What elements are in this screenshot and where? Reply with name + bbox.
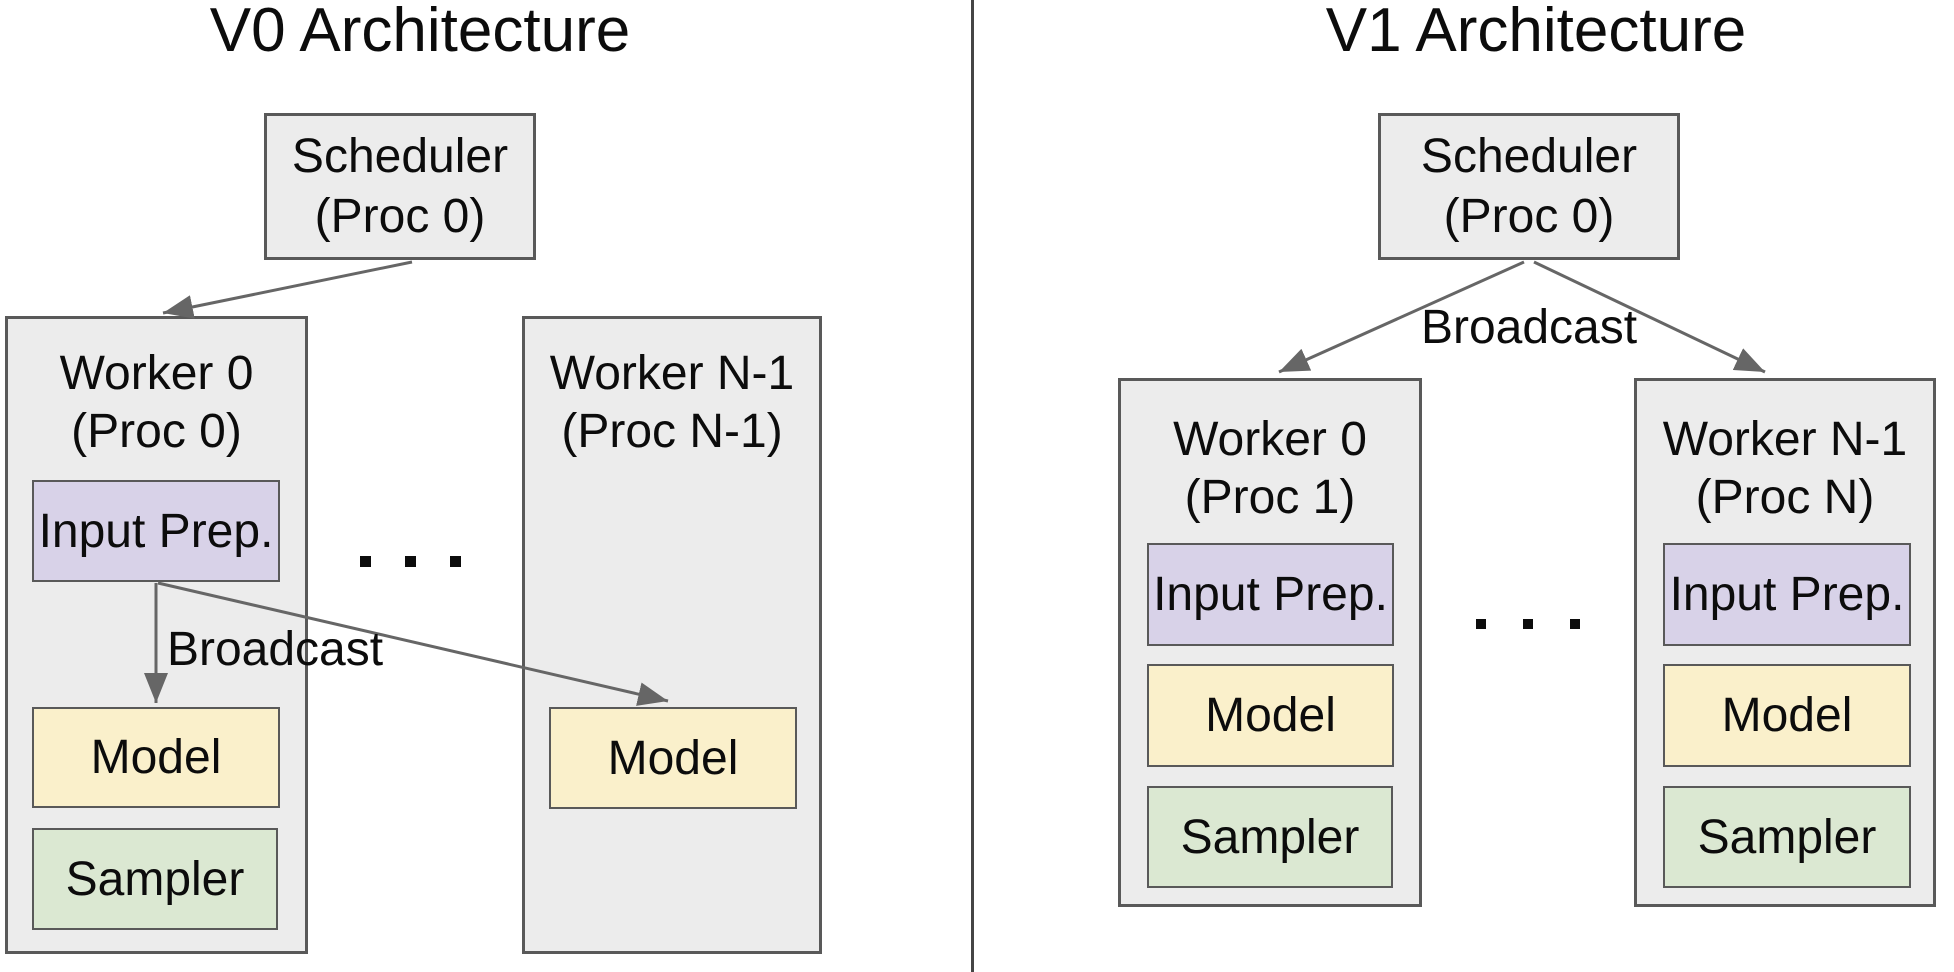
v0-workerN-title: Worker N-1 (Proc N-1) [525,345,819,461]
v0-workerN-model-box: Model [549,707,797,809]
v0-ellipsis-icon [360,556,461,567]
v0-workerN-box: Worker N-1 (Proc N-1) Model [522,316,822,954]
v1-workerN-title-line2: (Proc N) [1695,471,1875,524]
v0-worker0-title-line1: Worker 0 [59,347,254,400]
v1-workerN-input-prep-box: Input Prep. [1663,543,1911,646]
v1-scheduler-box: Scheduler (Proc 0) [1378,113,1680,260]
v1-worker0-title: Worker 0 (Proc 1) [1121,411,1419,527]
v1-workerN-title: Worker N-1 (Proc N) [1637,411,1933,527]
v1-worker0-box: Worker 0 (Proc 1) Input Prep. Model Samp… [1118,378,1422,907]
v1-workerN-model-label: Model [1721,689,1853,742]
v1-worker0-title-line2: (Proc 1) [1184,471,1356,524]
v0-scheduler-label-line1: Scheduler [291,129,509,183]
v0-workerN-title-line1: Worker N-1 [549,347,795,400]
dot-icon [360,556,371,567]
v0-worker0-model-box: Model [32,707,280,808]
v0-arrow-scheduler-to-worker0 [162,260,413,319]
v1-worker0-model-box: Model [1147,664,1394,767]
v0-scheduler-label-line2: (Proc 0) [314,189,486,243]
v1-scheduler-label-line1: Scheduler [1420,129,1638,183]
v1-worker0-input-prep-box: Input Prep. [1147,543,1394,646]
v1-broadcast-label: Broadcast [1420,301,1638,354]
v1-workerN-sampler-label: Sampler [1697,810,1877,864]
v0-worker0-title-line2: (Proc 0) [71,405,242,458]
v0-broadcast-label: Broadcast [166,623,384,676]
v0-worker0-model-label: Model [90,731,222,784]
dot-icon [1570,619,1580,629]
v0-worker0-input-prep-box: Input Prep. [32,480,280,582]
v0-worker0-title: Worker 0 (Proc 0) [8,345,305,461]
v0-panel-title: V0 Architecture [209,0,631,65]
v0-worker0-input-prep-label: Input Prep. [38,504,274,558]
v1-worker0-input-prep-label: Input Prep. [1153,568,1388,621]
v0-scheduler-box: Scheduler (Proc 0) [264,113,536,260]
panel-divider [971,0,974,972]
dot-icon [450,556,461,567]
v1-worker0-sampler-box: Sampler [1147,786,1393,888]
v1-workerN-model-box: Model [1663,664,1911,767]
v1-worker0-model-label: Model [1205,689,1336,742]
v0-worker0-sampler-box: Sampler [32,828,278,930]
dot-icon [1476,619,1486,629]
v0-worker0-sampler-label: Sampler [65,852,245,906]
v1-workerN-sampler-box: Sampler [1663,786,1911,888]
v1-workerN-title-line1: Worker N-1 [1662,413,1908,466]
v1-worker0-title-line1: Worker 0 [1173,413,1367,466]
v1-worker0-sampler-label: Sampler [1180,810,1360,864]
dot-icon [1523,619,1533,629]
v1-panel-title: V1 Architecture [1325,0,1747,65]
v1-scheduler-label-line2: (Proc 0) [1443,189,1615,243]
v1-workerN-input-prep-label: Input Prep. [1669,568,1905,621]
dot-icon [405,556,416,567]
v1-ellipsis-icon [1476,619,1580,629]
v0-workerN-title-line2: (Proc N-1) [561,405,783,458]
v1-workerN-box: Worker N-1 (Proc N) Input Prep. Model Sa… [1634,378,1936,907]
v0-workerN-model-label: Model [607,731,739,785]
